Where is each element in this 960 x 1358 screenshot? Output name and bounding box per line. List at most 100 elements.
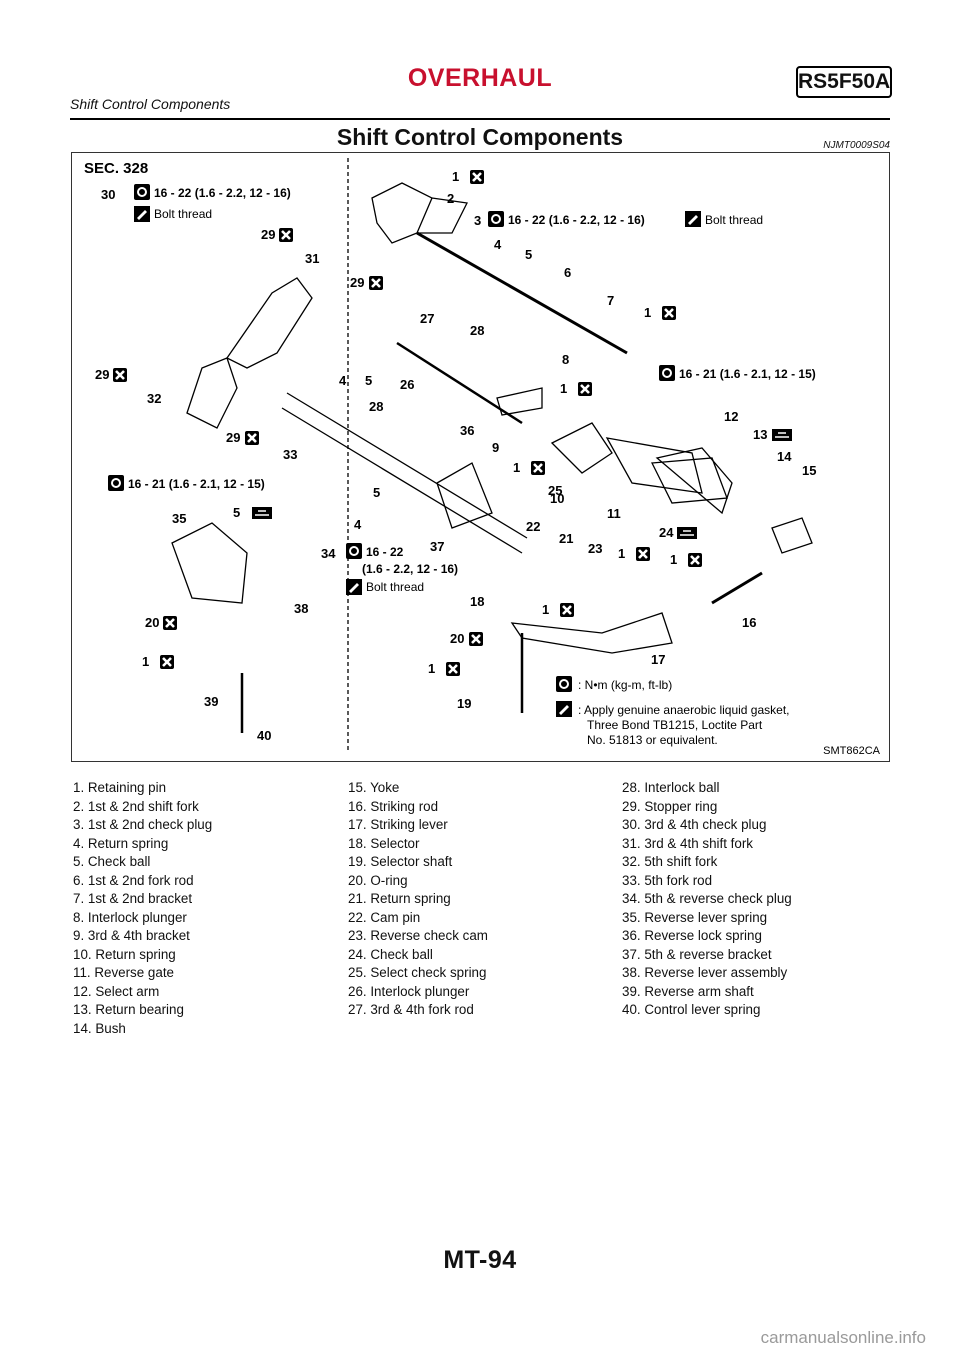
key-torque: : N•m (kg-m, ft-lb)	[578, 678, 672, 692]
callout-12: 12	[724, 409, 738, 424]
callout-7: 7	[607, 293, 614, 308]
legend-item: 19. Selector shaft	[348, 854, 453, 869]
callout-29b: 29	[350, 275, 364, 290]
legend-item: 3. 1st & 2nd check plug	[73, 817, 213, 832]
legend-item: 6. 1st & 2nd fork rod	[73, 872, 194, 888]
callout-10: 10	[550, 491, 564, 506]
callout-32: 32	[147, 391, 161, 406]
callout-8: 8	[562, 352, 569, 367]
callout-23: 23	[588, 541, 602, 556]
legend-item: 38. Reverse lever assembly	[622, 965, 788, 980]
callout-13: 13	[753, 427, 767, 442]
callout-1b: 1	[644, 305, 651, 320]
legend-item: 4. Return spring	[73, 835, 169, 851]
figure-id: SMT862CA	[823, 745, 881, 757]
legend-item: 25. Select check spring	[348, 965, 487, 980]
torque-note-30: 16 - 22 (1.6 - 2.2, 12 - 16)	[154, 186, 291, 200]
parts-drawing	[171, 158, 813, 753]
legend-item: 15. Yoke	[348, 780, 400, 795]
bolt-thread-30: Bolt thread	[154, 207, 212, 221]
legend-item: 31. 3rd & 4th shift fork	[622, 835, 753, 851]
legend-item: 5. Check ball	[73, 854, 151, 869]
torque-note-right: 16 - 21 (1.6 - 2.1, 12 - 15)	[679, 367, 816, 381]
torque-note-left: 16 - 21 (1.6 - 2.1, 12 - 15)	[128, 477, 265, 491]
sec-label: SEC. 328	[84, 160, 148, 177]
legend-item: 21. Return spring	[348, 891, 451, 906]
legend-item: 1. Retaining pin	[73, 780, 167, 795]
legend-item: 29. Stopper ring	[622, 798, 718, 814]
callout-1c: 1	[560, 381, 567, 396]
section-code: NJMT0009S04	[823, 140, 890, 151]
callout-28b: 28	[369, 399, 383, 414]
legend-item: 20. O-ring	[348, 872, 408, 888]
header-title: OVERHAUL	[407, 64, 553, 92]
callout-31: 31	[305, 251, 319, 266]
callout-4c: 4	[354, 517, 362, 532]
key-sealant-1: : Apply genuine anaerobic liquid gasket,	[578, 703, 789, 717]
legend-item: 27. 3rd & 4th fork rod	[348, 1002, 474, 1017]
callout-1i: 1	[428, 661, 435, 676]
callout-20b: 20	[450, 631, 464, 646]
torque-note-34-l1: 16 - 22	[366, 545, 404, 559]
legend-item: 34. 5th & reverse check plug	[622, 891, 792, 906]
callout-29a: 29	[261, 227, 275, 242]
callout-9: 9	[492, 440, 499, 455]
callout-25: 25	[548, 483, 562, 498]
legend-item: 22. Cam pin	[348, 909, 421, 925]
section-title: Shift Control Components	[336, 124, 624, 150]
callout-39: 39	[204, 694, 218, 709]
callout-1g: 1	[670, 552, 677, 567]
callout-20a: 20	[145, 615, 159, 630]
callout-30: 30	[101, 187, 115, 202]
key-sealant-3: No. 51813 or equivalent.	[587, 733, 718, 747]
callout-33: 33	[283, 447, 297, 462]
legend-item: 33. 5th fork rod	[622, 872, 713, 888]
callout-19: 19	[457, 696, 471, 711]
callout-1h: 1	[142, 654, 149, 669]
legend-column-1: 1. Retaining pin 2. 1st & 2nd shift fork…	[73, 779, 212, 1038]
legend-column-3: 28. Interlock ball 29. Stopper ring 30. …	[622, 779, 792, 1020]
callout-18: 18	[470, 594, 484, 609]
legend-item: 39. Reverse arm shaft	[622, 983, 754, 999]
legend-item: 35. Reverse lever spring	[622, 909, 768, 925]
callout-21: 21	[559, 531, 573, 546]
legend-column-2: 15. Yoke 16. Striking rod 17. Striking l…	[348, 779, 488, 1020]
legend-item: 37. 5th & reverse bracket	[622, 946, 772, 962]
callout-29d: 29	[226, 430, 240, 445]
callout-5c: 5	[373, 485, 380, 500]
callout-17: 17	[651, 652, 665, 667]
header-rule	[70, 118, 890, 120]
callout-4b: 4	[339, 373, 347, 388]
legend-item: 2. 1st & 2nd shift fork	[73, 798, 199, 814]
model-code-box: RS5F50A	[796, 66, 892, 98]
callout-40: 40	[257, 728, 271, 743]
watermark: carmanualsonline.info	[760, 1328, 926, 1347]
legend-item: 13. Return bearing	[73, 1002, 184, 1017]
callout-1d: 1	[513, 460, 520, 475]
callout-34: 34	[321, 546, 336, 561]
torque-note-3: 16 - 22 (1.6 - 2.2, 12 - 16)	[508, 213, 645, 227]
header-subtitle: Shift Control Components	[70, 96, 231, 112]
callout-28a: 28	[470, 323, 484, 338]
callout-1f: 1	[618, 546, 625, 561]
callout-11: 11	[607, 506, 621, 521]
torque-note-34-l2: (1.6 - 2.2, 12 - 16)	[362, 562, 458, 576]
callout-38: 38	[294, 601, 308, 616]
legend-item: 26. Interlock plunger	[348, 983, 470, 999]
callout-35: 35	[172, 511, 186, 526]
legend-item: 11. Reverse gate	[73, 965, 174, 980]
legend-item: 17. Striking lever	[348, 817, 448, 832]
callout-2: 2	[447, 191, 454, 206]
legend-item: 12. Select arm	[73, 983, 160, 999]
page-number: MT-94	[443, 1246, 517, 1274]
callout-4: 4	[494, 237, 502, 252]
callout-27: 27	[420, 311, 434, 326]
callout-16: 16	[742, 615, 756, 630]
legend-item: 28. Interlock ball	[622, 780, 720, 795]
legend-item: 14. Bush	[73, 1020, 126, 1036]
exploded-diagram: SEC. 328 16 - 22 (1.6 - 2.2, 12 - 16) Bo…	[71, 152, 890, 762]
callout-1e: 1	[542, 602, 549, 617]
legend-item: 10. Return spring	[73, 946, 176, 962]
legend-item: 32. 5th shift fork	[622, 854, 718, 869]
legend-item: 30. 3rd & 4th check plug	[622, 817, 767, 832]
